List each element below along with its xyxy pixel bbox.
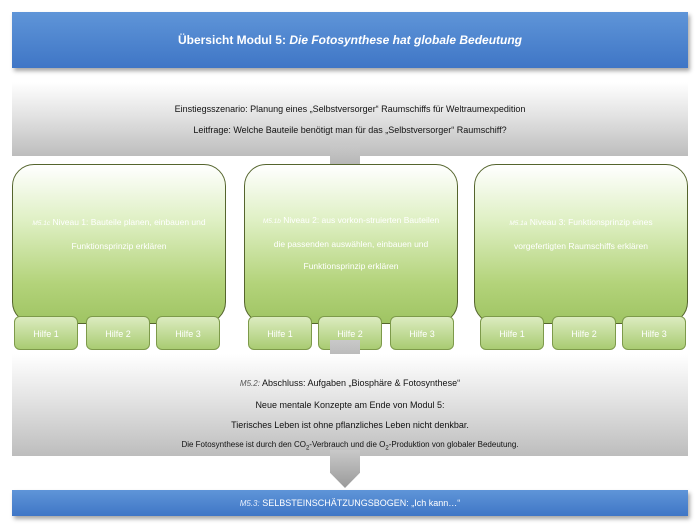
level-box-1: M5.1c Niveau 1: Bauteile planen, einbaue… [12,164,226,324]
conclusion-heading: M5.2: Abschluss: Aufgaben „Biosphäre & F… [12,378,688,388]
level-2-help-3-button[interactable]: Hilfe 3 [390,316,454,350]
flow-arrow-bottom [330,450,360,488]
co2-subscript: 2 [305,445,310,452]
title-banner: Übersicht Modul 5: Die Fotosynthese hat … [12,12,688,68]
level-2-description: Niveau 2: aus vorkon-struierten Bauteile… [273,215,440,271]
footer-banner: M5.3: SELBSTEINSCHÄTZUNGSBOGEN: „Ich kan… [12,490,688,516]
level-1-text: M5.1c Niveau 1: Bauteile planen, einbaue… [27,211,211,257]
level-3-text: M5.1a Niveau 3: Funktionsprinzip eines v… [489,211,673,257]
title-prefix: Übersicht Modul 5: [177,33,286,47]
level-3-help-3-button[interactable]: Hilfe 3 [622,316,686,350]
level-1-help-3-button[interactable]: Hilfe 3 [156,316,220,350]
conclusion-title: Abschluss: Aufgaben „Biosphäre & Fotosyn… [261,378,461,388]
level-box-3: M5.1a Niveau 3: Funktionsprinzip eines v… [474,164,688,324]
level-3-help-1-button[interactable]: Hilfe 1 [480,316,544,350]
level-3-help-2-button[interactable]: Hilfe 2 [552,316,616,350]
level-2-help-2-button[interactable]: Hilfe 2 [318,316,382,350]
level-1-help-2-button[interactable]: Hilfe 2 [86,316,150,350]
level-box-2: M5.1b Niveau 2: aus vorkon-struierten Ba… [244,164,458,324]
concept-line-1: Tierisches Leben ist ohne pflanzliches L… [231,420,469,430]
level-1-help-1-button[interactable]: Hilfe 1 [14,316,78,350]
level-2-tag: M5.1b [262,218,281,225]
concept-line-2-part-c: -Produktion von globaler Bedeutung. [388,440,519,449]
level-3-description: Niveau 3: Funktionsprinzip eines vorgefe… [513,217,653,251]
guiding-question: Leitfrage: Welche Bauteile benötigt man … [193,125,507,135]
footer-text: SELBSTEINSCHÄTZUNGSBOGEN: „Ich kann…“ [262,498,461,508]
concepts-heading: Neue mentale Konzepte am Ende von Modul … [255,400,445,410]
o2-subscript: 2 [385,445,389,452]
conclusion-band: M5.2: Abschluss: Aufgaben „Biosphäre & F… [12,354,688,456]
scenario-text: Einstiegsszenario: Planung eines „Selbst… [174,104,526,114]
footer-tag: M5.3: [239,499,260,508]
conclusion-tag: M5.2: [239,379,260,388]
level-1-tag: M5.1c [32,220,51,227]
level-3-tag: M5.1a [509,220,528,227]
level-2-text: M5.1b Niveau 2: aus vorkon-struierten Ba… [259,209,443,277]
title-emphasis: Die Fotosynthese hat globale Bedeutung [289,33,523,47]
concept-line-2: Die Fotosynthese ist durch den CO2-Verbr… [12,440,688,452]
level-2-help-1-button[interactable]: Hilfe 1 [248,316,312,350]
intro-band: Einstiegsszenario: Planung eines „Selbst… [12,82,688,156]
level-1-description: Niveau 1: Bauteile planen, einbauen und … [52,217,206,251]
concept-line-2-part-a: Die Fotosynthese ist durch den CO [181,440,306,449]
concept-line-2-part-b: -Verbrauch und die O [309,440,386,449]
